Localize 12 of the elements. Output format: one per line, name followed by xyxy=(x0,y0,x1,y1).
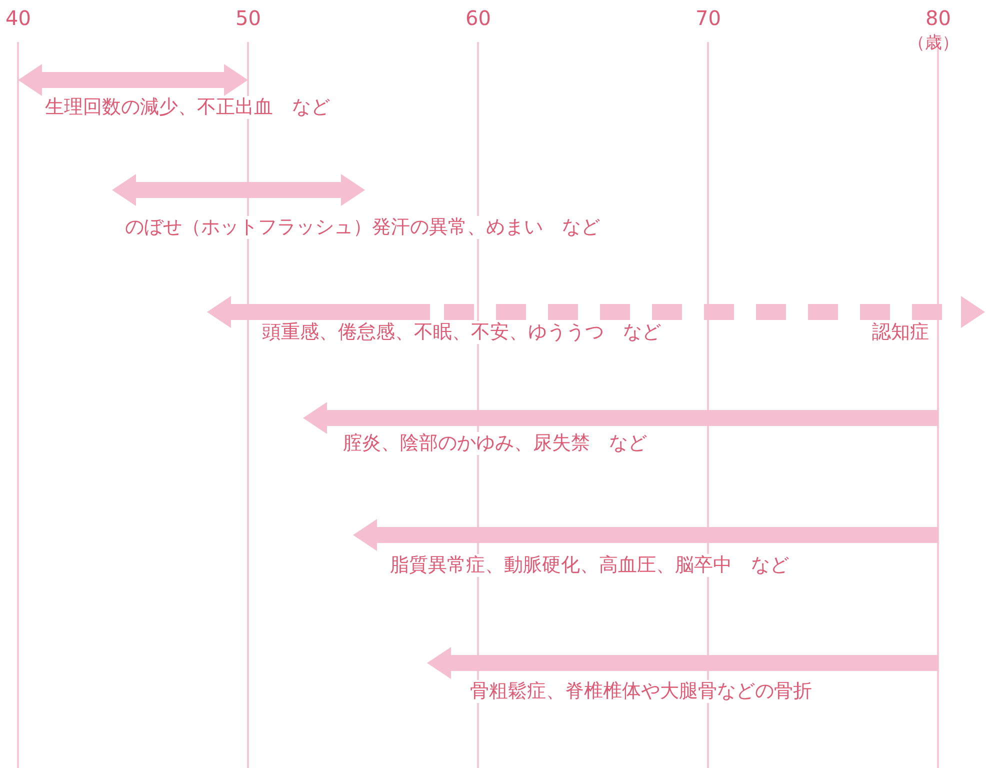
axis-tick-label: 60 xyxy=(466,6,491,30)
unit-label: （歳） xyxy=(908,33,959,54)
axis-tick-label: 80 xyxy=(926,6,951,30)
symptom-label: 生理回数の減少、不正出血 など xyxy=(45,96,330,119)
symptom-label: のぼせ（ホットフラッシュ）発汗の異常、めまい など xyxy=(125,216,600,239)
symptom-label: 腟炎、陰部のかゆみ、尿失禁 など xyxy=(343,432,647,455)
axis-tick-label: 70 xyxy=(696,6,721,30)
symptom-label: 骨粗鬆症、脊椎椎体や大腿骨などの骨折 xyxy=(470,680,812,703)
axis-tick-label: 40 xyxy=(6,6,31,30)
axis-tick-label: 50 xyxy=(236,6,261,30)
symptom-label: 脂質異常症、動脈硬化、高血圧、脳卒中 など xyxy=(390,554,789,577)
symptom-label: 頭重感、倦怠感、不眠、不安、ゆううつ など xyxy=(262,321,661,344)
